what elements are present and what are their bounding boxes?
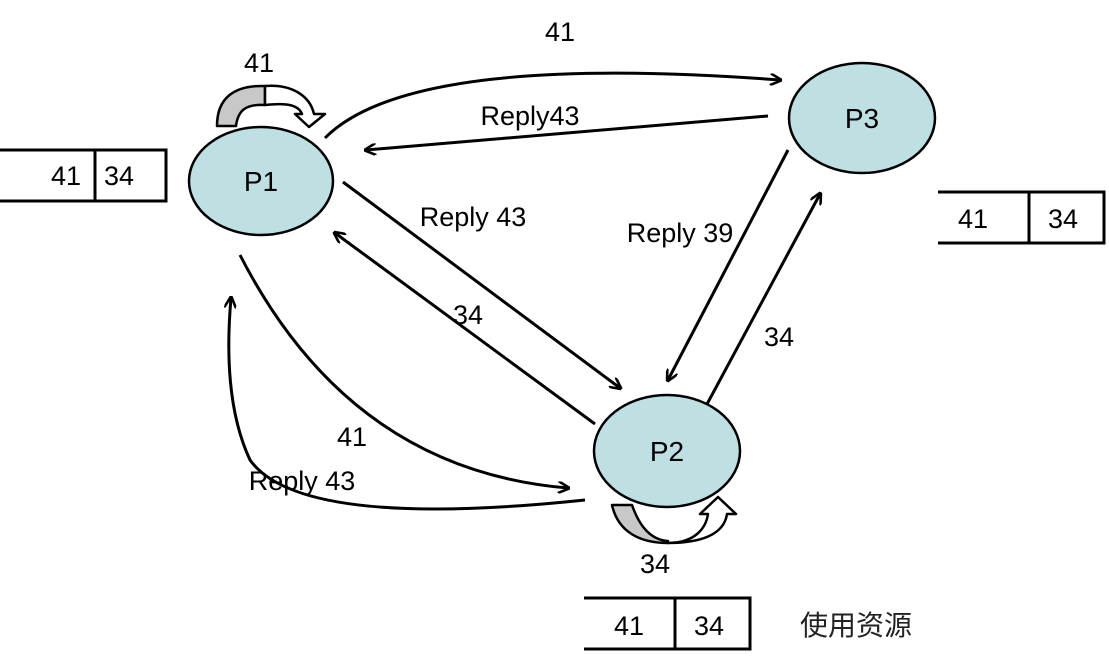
- edge-labels: 41 41 Reply43 Reply 43 34 Reply 39 34 41…: [244, 17, 794, 579]
- self-loop-p1: [215, 84, 327, 129]
- queue-p3-cell-1: 41: [958, 204, 988, 234]
- label-p1-self-loop: 41: [244, 48, 274, 78]
- edge-p1-to-p3: [323, 71, 780, 140]
- node-p3[interactable]: P3: [787, 61, 937, 175]
- edge-p1-to-p2: [342, 180, 620, 388]
- node-p1-shape: [187, 125, 335, 237]
- label-p2-to-p1: 34: [453, 300, 483, 330]
- queue-p1-cell-1: 41: [51, 161, 81, 191]
- queue-p2-cell-2: 34: [694, 611, 724, 641]
- node-p2[interactable]: P2: [592, 393, 742, 509]
- label-p1-to-p2: Reply 43: [420, 202, 527, 232]
- edges: [229, 71, 820, 511]
- edge-p1-to-p2-lower: [238, 254, 568, 488]
- self-loop-p2: [610, 495, 738, 545]
- queue-p2-frame: [584, 596, 752, 651]
- node-p2-shape: [592, 393, 742, 509]
- node-p2-label: P2: [650, 436, 684, 467]
- node-p3-label: P3: [845, 103, 879, 134]
- node-p1[interactable]: P1: [187, 125, 335, 237]
- queue-p1-cell-2: 34: [104, 161, 134, 191]
- legend-use-resource: 使用资源: [800, 609, 912, 642]
- label-p2-self-loop: 34: [640, 549, 670, 579]
- queue-p1-frame: [0, 148, 168, 203]
- label-p1-to-p3: 41: [545, 17, 575, 47]
- queue-p2-cell-1: 41: [614, 611, 644, 641]
- label-p3-to-p1: Reply43: [480, 101, 579, 131]
- self-loop-p1-back: [215, 84, 267, 128]
- queue-p3-cell-2: 34: [1048, 204, 1078, 234]
- label-p1-to-p2-lower: 41: [337, 422, 367, 452]
- label-p2-to-p3: 34: [764, 322, 794, 352]
- edge-p2-to-p3: [704, 194, 820, 407]
- queue-p3-frame: [938, 190, 1106, 245]
- edge-p2-to-p1-lower: [229, 298, 586, 511]
- label-p2-to-p1-lower: Reply 43: [249, 466, 356, 496]
- node-p3-shape: [787, 61, 937, 175]
- node-p1-label: P1: [244, 166, 278, 197]
- queue-p2: 41 34: [584, 596, 752, 651]
- edge-p3-to-p1: [366, 114, 769, 150]
- self-loop-p1-front: [263, 84, 327, 129]
- label-p3-to-p2: Reply 39: [627, 218, 734, 248]
- self-loop-p2-front: [666, 495, 738, 545]
- queue-p3: 41 34: [938, 190, 1106, 245]
- edge-p3-to-p2: [668, 149, 790, 380]
- self-loop-p2-back: [610, 503, 670, 545]
- queue-p1: 41 34: [0, 148, 168, 203]
- edge-p2-to-p1: [335, 233, 596, 426]
